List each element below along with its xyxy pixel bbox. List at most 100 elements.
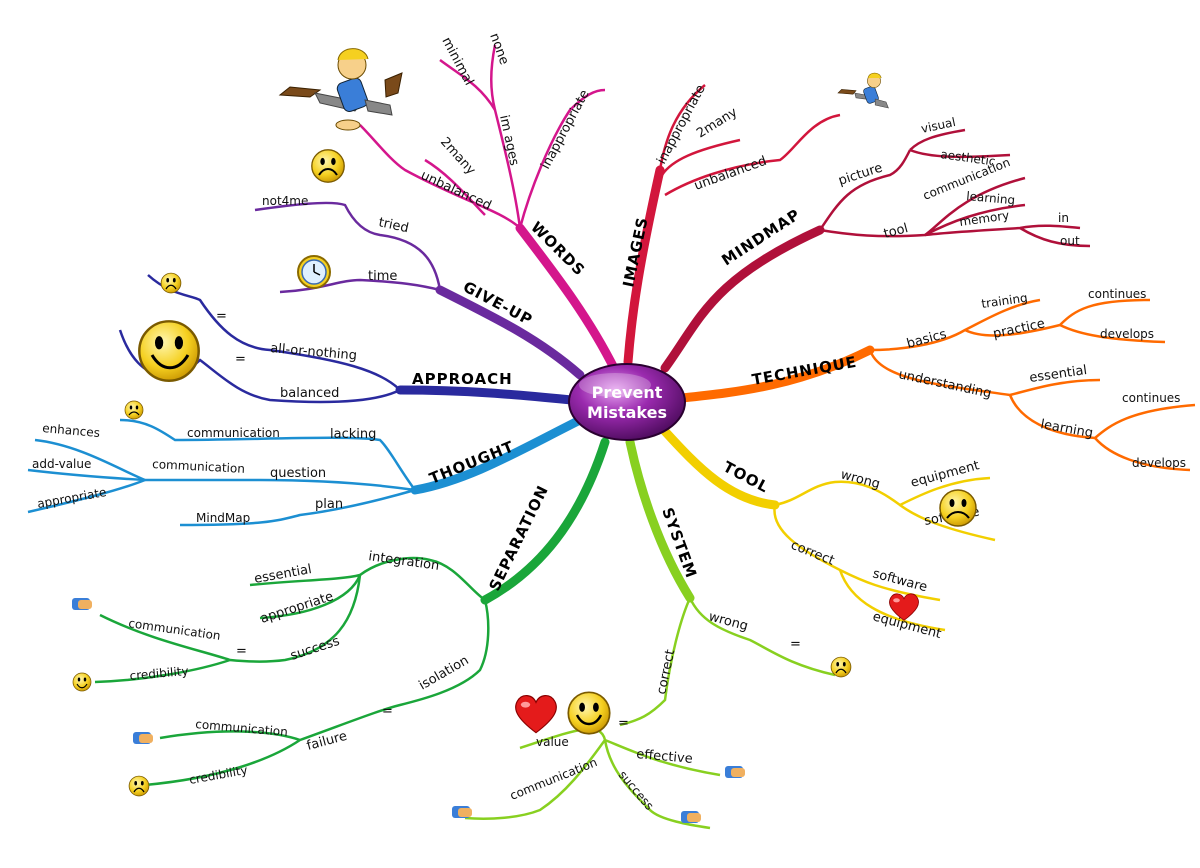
central-topic: Prevent Mistakes bbox=[568, 363, 686, 441]
giveup-not4me: not4me bbox=[262, 194, 308, 208]
approach-balanced: balanced bbox=[280, 386, 339, 401]
mindmap-branch bbox=[818, 128, 1091, 248]
words-branch bbox=[359, 44, 606, 229]
separation-success: success bbox=[289, 634, 342, 664]
technique-branch bbox=[868, 298, 1196, 472]
separation-failure: failure bbox=[305, 729, 349, 754]
words-minimal: minimal bbox=[438, 35, 476, 88]
handshake-icon-4 bbox=[72, 598, 92, 610]
handshake-icon-2 bbox=[681, 811, 701, 823]
sad-face-icon bbox=[939, 489, 977, 527]
separation-isolation: isolation bbox=[417, 653, 472, 693]
technique-label: TECHNIQUE bbox=[751, 353, 859, 389]
words-images: im ages bbox=[496, 114, 521, 168]
images-2many: 2many bbox=[694, 105, 740, 142]
technique-continues-1: continues bbox=[1088, 287, 1146, 301]
approach-label: APPROACH bbox=[412, 370, 513, 388]
smiley-small-icon bbox=[72, 672, 92, 692]
thought-main-branch bbox=[410, 415, 585, 495]
words-none: none bbox=[486, 31, 511, 67]
system-main-branch bbox=[625, 437, 695, 603]
technique-basics: basics bbox=[905, 327, 948, 352]
technique-develops-1: develops bbox=[1100, 327, 1154, 341]
tool-main-branch bbox=[657, 423, 780, 510]
words-inappropriate: inappropriate bbox=[538, 87, 592, 171]
heart-icon-2 bbox=[515, 694, 557, 734]
technique-training: training bbox=[980, 291, 1028, 311]
system-communication: communication bbox=[508, 755, 599, 803]
sad-face-small-icon bbox=[830, 656, 852, 678]
thought-question: question bbox=[270, 466, 326, 481]
handshake-icon-5 bbox=[133, 732, 153, 744]
words-unbalanced: unbalanced bbox=[418, 168, 493, 214]
system-success: success bbox=[616, 768, 657, 813]
mindmap-tool: tool bbox=[882, 221, 910, 242]
giveup-tried: tried bbox=[377, 215, 410, 236]
separation-credibility-2: credibility bbox=[188, 763, 249, 787]
big-smiley-icon bbox=[138, 320, 200, 382]
mindmap-memory: memory bbox=[958, 208, 1010, 229]
thought-communication-1: communication bbox=[187, 426, 280, 440]
approach-equals-2: = bbox=[235, 352, 246, 367]
separation-communication-1: communication bbox=[128, 616, 222, 643]
system-value: value bbox=[536, 735, 569, 749]
approach-equals-1: = bbox=[216, 309, 227, 324]
images-main-branch bbox=[623, 165, 665, 367]
thought-communication-2: communication bbox=[152, 457, 245, 476]
thought-lacking: lacking bbox=[330, 427, 376, 442]
approach-all-or-nothing: all-or-nothing bbox=[270, 341, 358, 364]
cartoon-man-small-icon bbox=[837, 72, 889, 109]
system-equals-1: = bbox=[790, 637, 801, 652]
technique-practice: practice bbox=[992, 316, 1047, 342]
images-unbalanced: unbalanced bbox=[692, 154, 768, 194]
thought-enhances: enhances bbox=[42, 421, 101, 440]
technique-understanding: understanding bbox=[897, 367, 993, 401]
giveup-main-branch bbox=[435, 285, 585, 380]
separation-equals-1: = bbox=[236, 644, 247, 659]
separation-main-branch bbox=[480, 437, 610, 605]
separation-equals-2: = bbox=[382, 704, 393, 719]
mindmap-main-branch bbox=[660, 225, 825, 373]
giveup-time: time bbox=[368, 269, 397, 284]
central-topic-line1: Prevent bbox=[592, 383, 663, 402]
sad-face-small-icon-2 bbox=[128, 775, 150, 797]
words-main-branch bbox=[515, 223, 620, 375]
separation-communication-2: communication bbox=[195, 717, 289, 739]
mindmap-learning: learning bbox=[966, 189, 1016, 207]
clock-icon bbox=[297, 255, 331, 289]
cartoon-man-icon bbox=[278, 48, 403, 131]
system-effective: effective bbox=[636, 747, 694, 767]
handshake-icon-3 bbox=[452, 806, 472, 818]
smiley-face-icon bbox=[567, 691, 611, 735]
thought-appropriate: appropriate bbox=[36, 485, 107, 511]
mindmap-out: out bbox=[1060, 234, 1080, 248]
separation-appropriate: appropriate bbox=[259, 589, 336, 627]
separation-branch bbox=[94, 556, 490, 787]
sad-face-approach-icon bbox=[160, 272, 182, 294]
approach-main-branch bbox=[395, 385, 577, 405]
technique-main-branch bbox=[677, 345, 875, 403]
technique-continues-2: continues bbox=[1122, 391, 1180, 405]
tool-branch bbox=[773, 476, 996, 632]
thought-branch bbox=[27, 418, 417, 527]
thought-add-value: add-value bbox=[32, 457, 91, 471]
separation-integration: integration bbox=[367, 549, 440, 574]
technique-learning: learning bbox=[1039, 417, 1094, 441]
system-equals-2: = bbox=[618, 716, 629, 731]
separation-credibility-1: credibility bbox=[129, 664, 189, 683]
mindmap-picture: picture bbox=[837, 161, 885, 189]
tool-wrong: wrong bbox=[839, 467, 882, 492]
central-topic-line2: Mistakes bbox=[587, 403, 667, 422]
sad-face-thought-icon bbox=[124, 400, 144, 420]
technique-develops-2: develops bbox=[1132, 456, 1186, 470]
thought-mindmap: MindMap bbox=[196, 511, 250, 525]
mindmap-in: in bbox=[1058, 211, 1069, 225]
tool-correct: correct bbox=[789, 538, 837, 569]
thought-plan: plan bbox=[315, 497, 343, 512]
giveup-branch bbox=[254, 201, 442, 294]
handshake-icon-1 bbox=[725, 766, 745, 778]
main-branches bbox=[395, 165, 875, 605]
system-correct: correct bbox=[654, 648, 678, 696]
images-branch bbox=[658, 84, 841, 197]
